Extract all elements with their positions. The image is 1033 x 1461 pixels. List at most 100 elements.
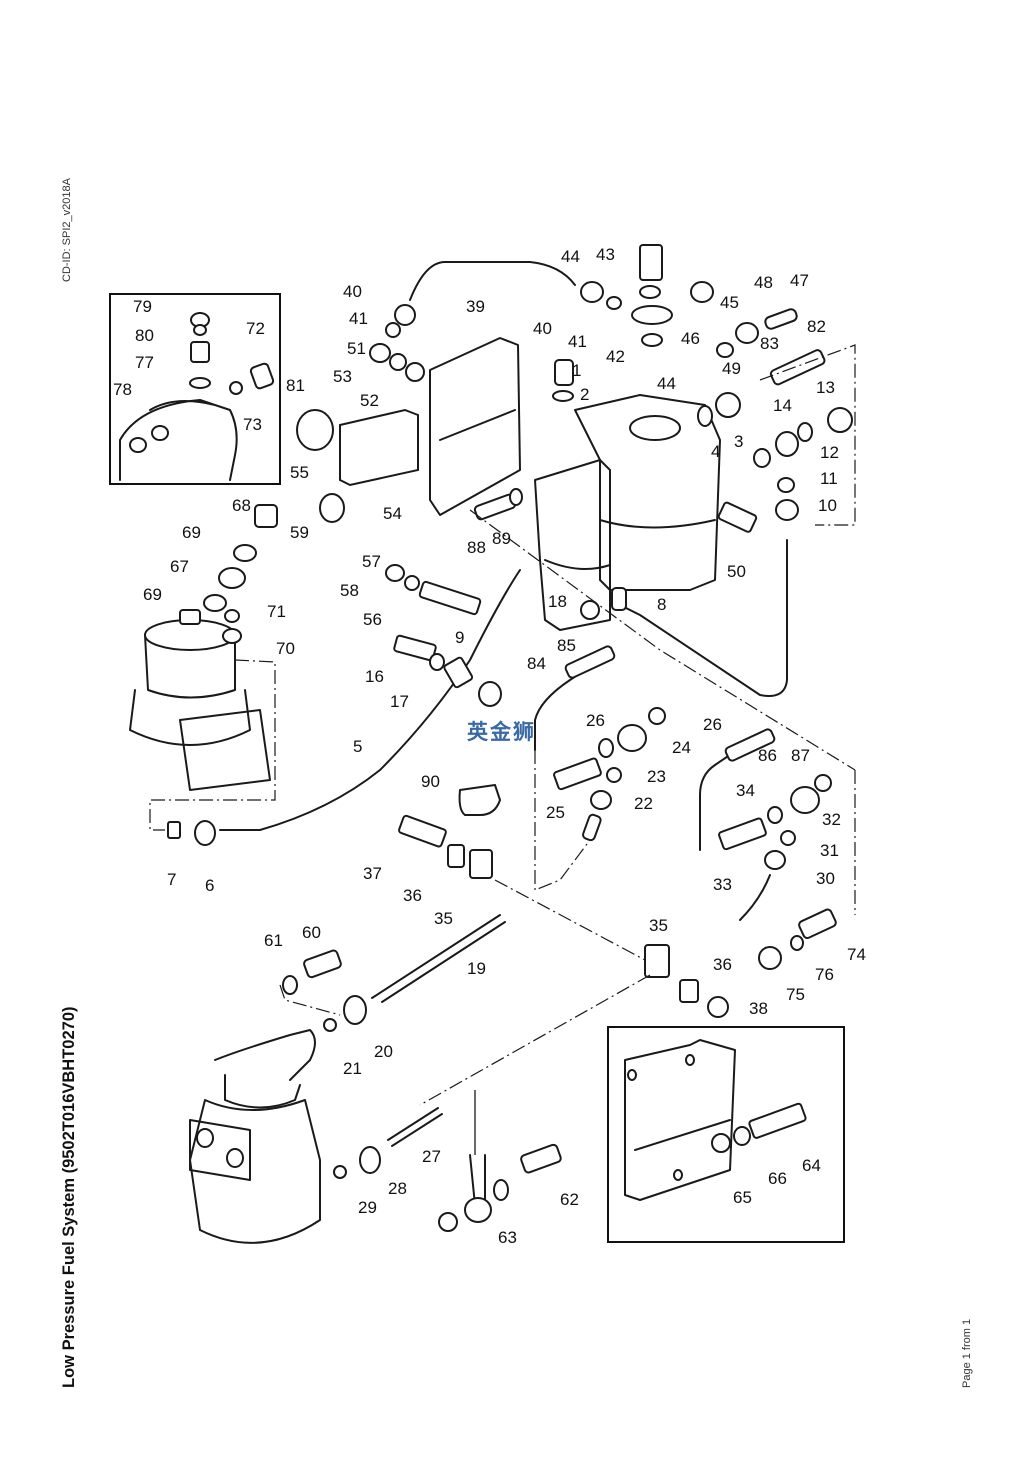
plug-1	[554, 359, 574, 386]
banjo-32	[790, 786, 820, 814]
washer-69a	[233, 544, 257, 562]
pipe-86	[699, 747, 741, 851]
callout-78: 78	[113, 380, 132, 399]
callout-41b: 41	[568, 332, 587, 351]
olive-21	[323, 1018, 337, 1032]
washer-76	[790, 935, 804, 951]
nut-22	[590, 790, 612, 810]
callout-7: 7	[167, 870, 177, 889]
callout-83: 83	[760, 334, 779, 353]
washer-4	[697, 405, 713, 427]
callout-35b: 35	[649, 916, 668, 935]
washer-63b	[493, 1179, 509, 1201]
clip-36a	[447, 844, 465, 868]
bolt-50	[717, 501, 758, 533]
callout-14: 14	[773, 396, 792, 415]
callout-18: 18	[548, 592, 567, 611]
callout-87: 87	[791, 746, 810, 765]
clip-36b	[679, 979, 699, 1003]
callout-17: 17	[390, 692, 409, 711]
bush-sleeve	[478, 681, 502, 707]
bolt-25	[553, 757, 602, 791]
callout-69a: 69	[182, 523, 201, 542]
nut-30	[764, 850, 786, 870]
callout-73: 73	[243, 415, 262, 434]
olive-11	[777, 477, 795, 493]
callout-13: 13	[816, 378, 835, 397]
banjo-12	[775, 431, 799, 457]
nut-45	[690, 281, 714, 303]
washer-66	[733, 1126, 751, 1146]
leader-right-box	[759, 344, 856, 915]
adaptor-74	[798, 908, 837, 940]
washer-44a	[639, 285, 661, 299]
bolt-16	[393, 634, 437, 662]
olive-23	[606, 767, 622, 783]
callout-12: 12	[820, 443, 839, 462]
callout-62: 62	[560, 1190, 579, 1209]
pipe-27	[387, 1107, 443, 1147]
nut-40a	[394, 304, 416, 326]
leader-diagonal-main	[469, 509, 856, 771]
callout-16: 16	[365, 667, 384, 686]
callout-11: 11	[820, 469, 838, 488]
callout-37: 37	[363, 864, 382, 883]
callout-45: 45	[720, 293, 739, 312]
olive-7	[167, 821, 181, 839]
callout-90: 90	[421, 772, 440, 791]
washer-52	[405, 362, 425, 382]
callout-42: 42	[606, 347, 625, 366]
callout-34: 34	[736, 781, 755, 800]
inset-box-filter-head	[109, 293, 281, 485]
washer-44b	[641, 333, 663, 347]
bush-59	[319, 493, 345, 523]
adaptor-87	[724, 728, 776, 762]
leader-lower-a	[534, 750, 591, 891]
callout-36a: 36	[403, 886, 422, 905]
banjo-bolt-68	[254, 504, 278, 528]
callout-38: 38	[749, 999, 768, 1018]
callout-4: 4	[711, 442, 721, 461]
washer-57	[385, 564, 405, 582]
leader-left	[279, 984, 341, 1016]
callout-61: 61	[264, 931, 283, 950]
callout-27: 27	[422, 1147, 441, 1166]
callout-79: 79	[133, 297, 152, 316]
callout-22: 22	[634, 794, 653, 813]
leader-pump-outlet	[149, 659, 276, 831]
callout-69b: 69	[143, 585, 162, 604]
olive-29	[333, 1165, 347, 1179]
lift-pump	[129, 609, 271, 791]
banjo-67	[218, 567, 246, 589]
callout-6: 6	[205, 876, 215, 895]
callout-44b: 44	[657, 374, 676, 393]
bracket-54	[429, 337, 521, 516]
callout-68: 68	[232, 496, 251, 515]
callout-36b: 36	[713, 955, 732, 974]
callout-64: 64	[802, 1156, 821, 1175]
nut-6	[194, 820, 216, 846]
callout-2: 2	[580, 385, 590, 404]
pipe-19	[371, 914, 506, 1003]
fuel-filter-assembly	[534, 394, 721, 631]
callout-49: 49	[722, 359, 741, 378]
callout-71: 71	[267, 602, 286, 621]
filter-head-detail	[119, 312, 275, 481]
fuel-injection-pump	[189, 1029, 321, 1244]
callout-70: 70	[276, 639, 295, 658]
bolt-33	[718, 817, 767, 851]
callout-63: 63	[498, 1228, 517, 1247]
clip-8	[611, 587, 627, 611]
union-28	[359, 1146, 381, 1174]
callout-81: 81	[286, 376, 305, 395]
pipe-39	[409, 261, 576, 301]
callout-84: 84	[527, 654, 546, 673]
olive-49	[716, 342, 734, 358]
banjo-24	[617, 724, 647, 752]
callout-65: 65	[733, 1188, 752, 1207]
clip-9	[443, 656, 474, 689]
alt-bracket-detail	[624, 1039, 736, 1201]
union-20	[343, 995, 367, 1025]
callout-58: 58	[340, 581, 359, 600]
callout-40a: 40	[343, 282, 362, 301]
